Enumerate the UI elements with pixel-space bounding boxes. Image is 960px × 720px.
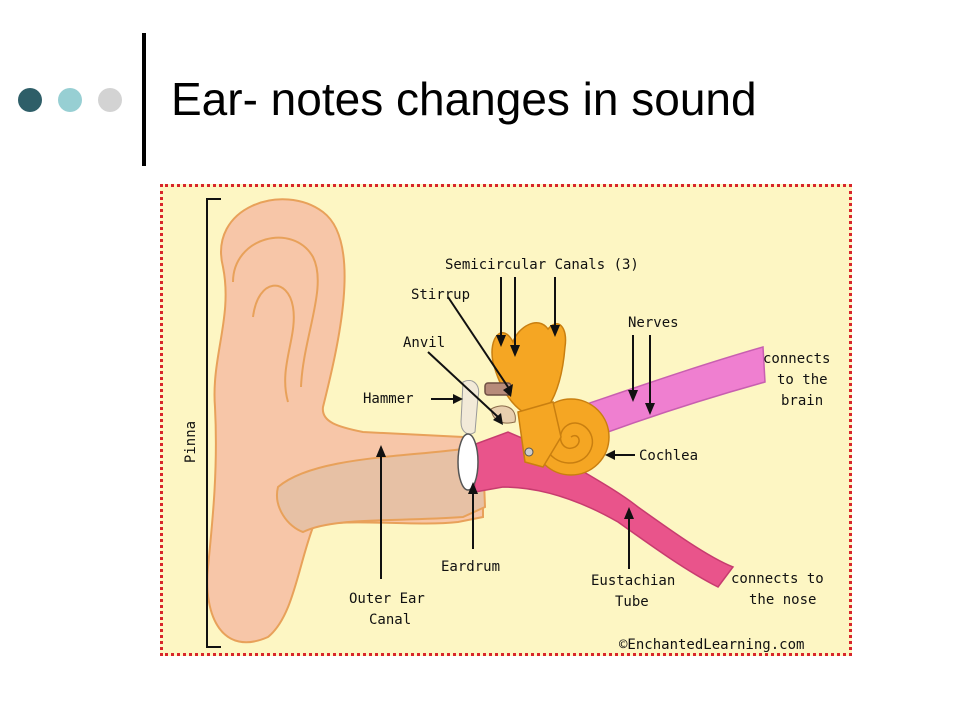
arrowhead-nerves-2 xyxy=(645,403,655,415)
arrowhead-nerves-1 xyxy=(628,390,638,402)
arrowhead-semicircular-1 xyxy=(496,335,506,347)
bullet-dot-gray xyxy=(98,88,122,112)
pinna-fold-1 xyxy=(232,236,319,388)
label-cochlea: Cochlea xyxy=(639,448,698,464)
label-eustachian-1: Eustachian xyxy=(591,573,675,589)
label-anvil: Anvil xyxy=(403,335,445,351)
arrowhead-eustachian xyxy=(624,507,634,519)
label-eustachian-2: Tube xyxy=(615,594,649,610)
bullet-dot-teal xyxy=(58,88,82,112)
pinna-shape xyxy=(206,198,484,644)
hammer-bone xyxy=(460,380,480,435)
arrowhead-outer-canal xyxy=(376,445,386,457)
label-semicircular-canals: Semicircular Canals (3) xyxy=(445,257,639,273)
label-brain-3: brain xyxy=(781,393,823,409)
slide-title: Ear- notes changes in sound xyxy=(171,73,757,125)
oval-window-dot xyxy=(524,447,534,457)
arrowhead-eardrum xyxy=(468,482,478,494)
label-nose-2: the nose xyxy=(749,592,816,608)
arrowhead-anvil xyxy=(493,413,503,425)
label-stirrup: Stirrup xyxy=(411,287,470,303)
label-copyright: ©EnchantedLearning.com xyxy=(619,637,804,653)
label-outer-canal-2: Canal xyxy=(369,612,411,628)
eustachian-tube-shape xyxy=(472,431,735,588)
arrow-heads xyxy=(376,325,655,519)
label-brain-2: to the xyxy=(777,372,828,388)
label-nose-1: connects to xyxy=(731,571,824,587)
arrowhead-semicircular-3 xyxy=(550,325,560,337)
title-divider xyxy=(142,33,146,166)
arrowhead-stirrup xyxy=(503,384,513,397)
bullet-dots xyxy=(18,88,128,114)
ear-diagram: Pinna Semicircular Canals (3) Stirrup Ne… xyxy=(160,184,852,656)
eardrum-shape xyxy=(457,433,479,491)
arrowhead-semicircular-2 xyxy=(510,345,520,357)
cochlea-spiral xyxy=(545,422,594,464)
pointer-arrows xyxy=(380,277,651,579)
pinna-fold-2 xyxy=(252,284,295,403)
arrow-anvil xyxy=(427,351,499,418)
ear-diagram-svg: Pinna Semicircular Canals (3) Stirrup Ne… xyxy=(183,198,830,653)
arrowhead-hammer xyxy=(453,394,463,404)
label-pinna: Pinna xyxy=(183,421,199,463)
label-hammer: Hammer xyxy=(363,391,414,407)
nerve-shape xyxy=(562,346,766,446)
arrowhead-cochlea xyxy=(605,450,615,460)
label-nerves: Nerves xyxy=(628,315,679,331)
pinna-bracket xyxy=(206,198,221,648)
label-brain-1: connects xyxy=(763,351,830,367)
arrow-stirrup xyxy=(447,296,509,388)
label-outer-canal-1: Outer Ear xyxy=(349,591,425,607)
label-eardrum: Eardrum xyxy=(441,559,500,575)
bullet-dot-dark xyxy=(18,88,42,112)
